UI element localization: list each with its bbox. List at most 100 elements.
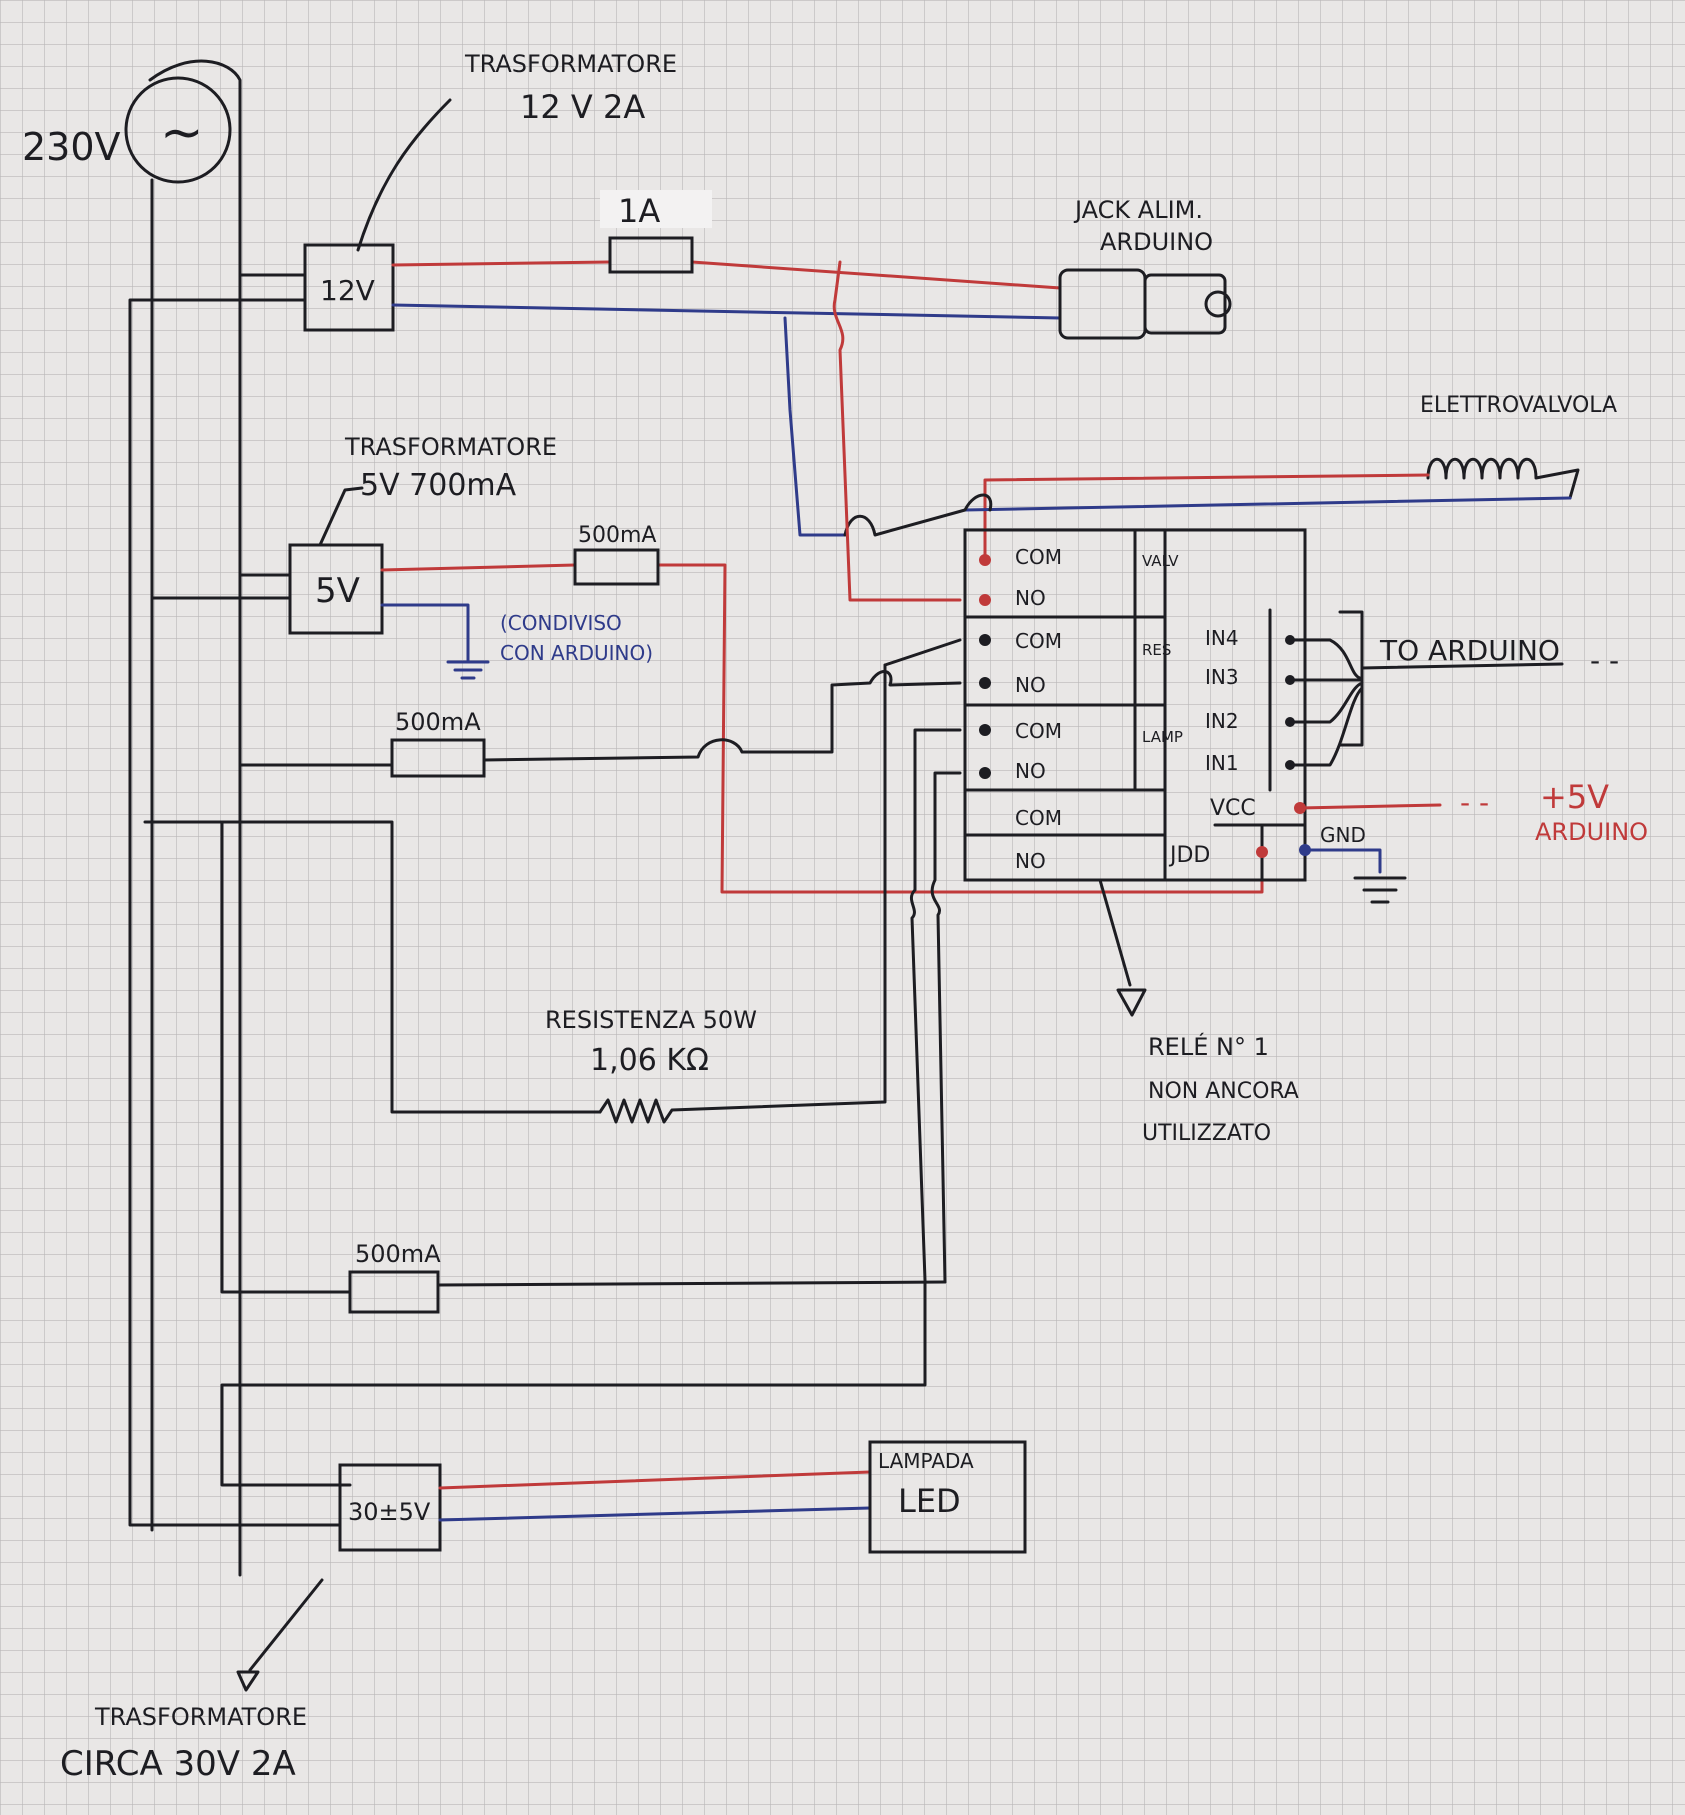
fuse-bottom-label: 500mA [355,1240,441,1268]
transformer-12v-box [303,243,395,332]
relay-input-in1: IN1 [1205,751,1239,775]
valve-label: ELETTROVALVOLA [1420,393,1617,418]
wire-bottom-fuse [436,1280,947,1287]
transformer-30v-box-label: 30±5V [348,1498,431,1526]
wire-valve-positive [983,473,1430,562]
ground-symbol-5v [446,660,490,680]
outer-left-rail [128,298,342,1527]
wire-5v-ground [380,603,470,662]
to-arduino-dashes: - - [1590,644,1619,677]
fuse-mid-body [390,738,486,778]
transformer-30v-title: TRASFORMATORE [94,1703,307,1731]
fuse-5v-body [573,548,660,586]
relay-input-in3: IN3 [1205,665,1239,689]
wire-vcc-to-5v [1298,803,1442,810]
jack-title: JACK ALIM. [1073,196,1203,224]
wire-12v-pos-drop [832,260,962,602]
transformer-5v-leader [318,486,364,547]
transformer-5v-box-label: 5V [315,571,360,611]
shared-ground-line2: CON ARDUINO) [500,641,653,665]
to-arduino-line [1360,662,1564,670]
plus5v-line1: +5V [1540,778,1609,816]
relay-terminal-dots [979,554,991,779]
jack-subtitle: ARDUINO [1100,228,1213,256]
valve-coil-icon [1426,457,1580,500]
fuse-5v-500ma: 500mA [573,523,660,586]
fuse-bottom-500ma: 500mA [348,1240,441,1314]
transformer-30v-leader [236,1578,324,1692]
wire-12v-negative [391,303,1062,320]
wire-12v-positive [391,260,612,267]
relay-terminal-rows: COM NO COM NO COM NO COM NO [1015,545,1062,873]
to-arduino-bus [1288,610,1364,767]
wire-relay-res [883,638,962,667]
relay-row-label: COM [1015,545,1062,569]
transformer-30v: 30±5V TRASFORMATORE CIRCA 30V 2A [60,1463,442,1784]
relay-input-in4: IN4 [1205,626,1239,650]
mains-voltage-label: 230V [22,125,121,169]
wire-jack-to-relay [843,493,993,537]
wire-12v-positive-2 [690,260,1062,290]
relay-row-label: NO [1015,849,1046,873]
relay-note-line2: NON ANCORA [1148,1079,1299,1104]
fuse-1a-label-bg [600,190,712,228]
transformer-12v-rating: 12 V 2A [520,88,645,126]
jack-pin [1204,290,1232,318]
transformer-30v-box [338,1463,442,1552]
mains-loop [148,59,242,1577]
resistor-value: 1,06 KΩ [590,1043,709,1078]
plus5v-line2: ARDUINO [1535,818,1648,846]
jack-barrel [1143,273,1227,335]
wire-gnd [1303,848,1382,874]
wire-30v-negative [438,1506,872,1522]
shared-ground-line1: (CONDIVISO [500,611,622,635]
arduino-power-jack: JACK ALIM. ARDUINO [1058,196,1232,340]
fuse-mid-500ma: 500mA [390,708,486,778]
transformer-12v-title: TRASFORMATORE [464,50,677,78]
wire-relay-lamp-2 [930,771,962,1284]
wire-12v-neg-drop [783,316,847,537]
transformer-30v-rating: CIRCA 30V 2A [60,1744,296,1784]
relay-row-label: NO [1015,586,1046,610]
relay-jdd-label: JDD [1168,843,1210,868]
resistor-title: RESISTENZA 50W [545,1006,757,1034]
heating-resistor: RESISTENZA 50W 1,06 KΩ [545,663,887,1124]
relay-side-label-valv: VALV [1142,552,1179,570]
plus5v-dashes: - - [1460,786,1489,819]
rail-to-resistor [143,820,602,1114]
relay-gnd-label: GND [1320,823,1366,847]
lamp-line2: LED [898,1482,961,1520]
transformer-12v-leader [356,98,452,252]
relay-row-label: NO [1015,759,1046,783]
relay-row-label: COM [1015,806,1062,830]
lamp-box [868,1440,1027,1554]
ac-source-symbol [124,76,232,184]
fuse-5v-label: 500mA [578,523,656,548]
relay-input-in2: IN2 [1205,709,1239,733]
transformer-5v: 5V TRASFORMATORE 5V 700mA [288,433,557,635]
solenoid-valve: ELETTROVALVOLA [1420,393,1617,500]
wire-valve-negative [963,496,1572,512]
wire-5v-positive [380,563,577,572]
wire-relay-lamp [220,728,962,1487]
ground-symbol-relay [1353,876,1407,904]
relay-vcc-label: VCC [1210,796,1256,821]
to-arduino-label: TO ARDUINO [1379,634,1560,667]
relay-row-label: COM [1015,719,1062,743]
fuse-mid-label: 500mA [395,708,481,736]
relay-side-label-lamp: LAMP [1142,728,1183,746]
resistor-zigzag-icon [598,663,887,1124]
relay-board: COM NO COM NO COM NO COM NO VALV RES LAM… [963,528,1366,882]
wire-5v-positive-2 [656,563,1264,894]
relay-row-label: NO [1015,673,1046,697]
transformer-12v: 12V TRASFORMATORE 12 V 2A [303,50,677,332]
mains-source: ~ 230V [22,59,242,1577]
wire-mid-fuse-to-relay [482,670,962,762]
transformer-5v-rating: 5V 700mA [360,468,517,503]
led-lamp: LAMPADA LED [868,1440,1027,1554]
lamp-line1: LAMPADA [878,1449,974,1473]
transformer-12v-box-label: 12V [320,274,375,307]
wire-30v-positive [438,1470,872,1490]
